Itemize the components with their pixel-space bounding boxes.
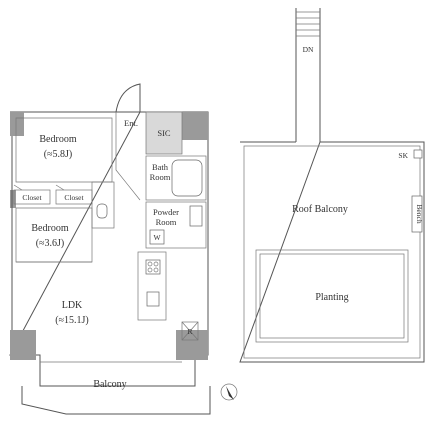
bedroom-2-size: (≈3.6J) [36,238,65,249]
bedroom-2-name: Bedroom [31,223,68,234]
powder-label-1: Powder [153,207,179,217]
bath-label-2: Room [150,172,171,182]
unit-walls [9,100,209,387]
closet-2-label: Closet [64,193,84,202]
ldk: LDK (≈15.1J) R [55,251,199,341]
closet-1-label: Closet [22,193,42,202]
skylight-label: SK [398,151,408,160]
north-arrow-icon [220,383,238,401]
entrance-area: Ent. SIC [115,83,183,201]
ldk-name: LDK [62,300,83,311]
powder-label-2: Room [156,217,177,227]
balcony-label: Balcony [93,379,126,390]
bedroom-1-size: (≈5.8J) [44,149,73,160]
planting-label: Planting [315,292,348,303]
bench-label: Bench [415,204,424,223]
bedroom-2: Bedroom (≈3.6J) [15,207,93,263]
sic-label: SIC [157,128,171,138]
washer-label: W [153,233,161,242]
roof-balcony-label: Roof Balcony [292,204,348,215]
toilet [91,181,115,229]
bedroom-1-name: Bedroom [39,134,76,145]
bath-label-1: Bath [152,162,169,172]
balcony: Balcony [21,361,211,415]
ldk-size: (≈15.1J) [55,315,89,326]
closets: Closet Closet [13,184,93,205]
bedroom-1: Bedroom (≈5.8J) [15,117,113,183]
refrigerator-label: R [187,327,192,336]
powder-room: Powder Room W [145,201,207,249]
bath-room: Bath Room [145,155,207,201]
entrance-label: Ent. [124,118,138,128]
stairs-label: DN [303,45,314,54]
roof-balcony: DN SK Bench Roof Balcony Planting [239,8,425,363]
